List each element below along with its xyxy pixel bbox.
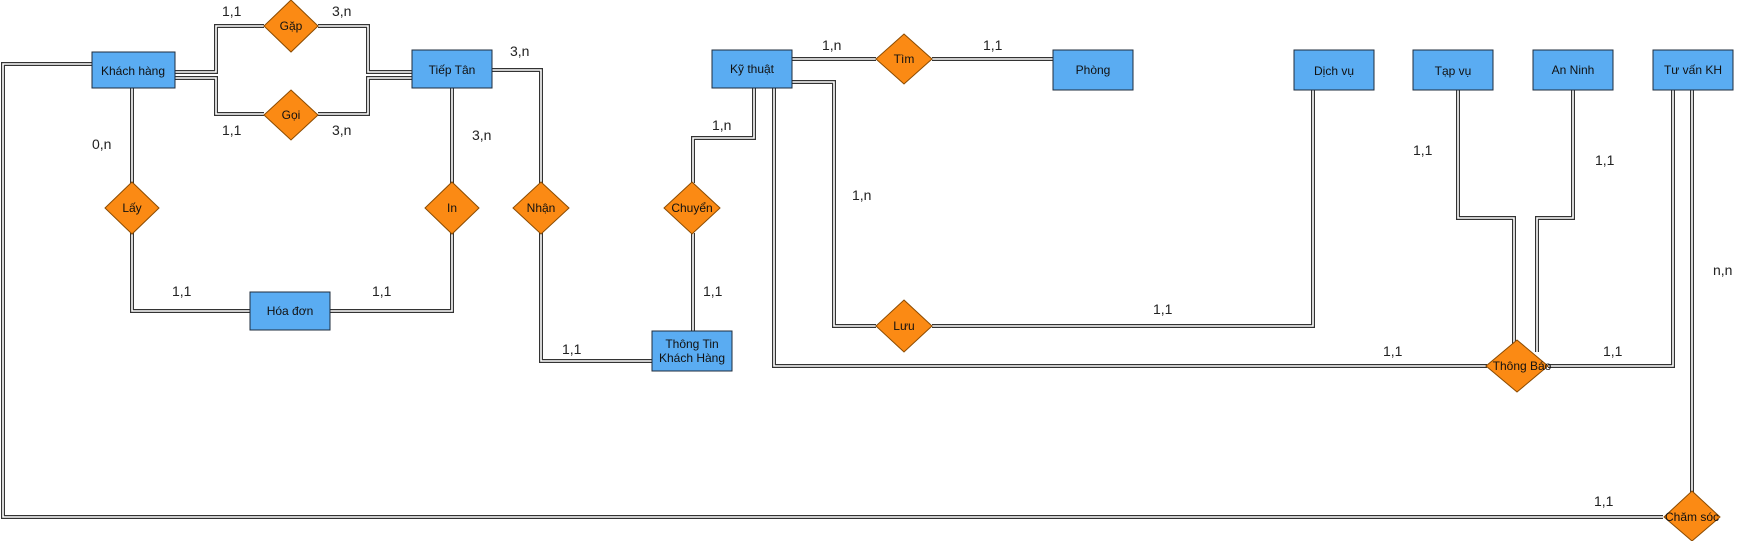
card-cs-tuvan: n,n bbox=[1713, 262, 1732, 278]
card-luu-dv: 1,1 bbox=[1153, 301, 1173, 317]
card-tb-tapvu: 1,1 bbox=[1413, 142, 1433, 158]
relationship-nhan-label: Nhận bbox=[527, 201, 556, 215]
entity-tap-vu-label: Tạp vụ bbox=[1435, 64, 1472, 78]
card-tb-kt: 1,1 bbox=[1383, 343, 1403, 359]
entity-tiep-tan-label: Tiếp Tân bbox=[429, 63, 476, 77]
relationship-goi[interactable]: Gọi bbox=[263, 89, 319, 141]
relationship-chuyen[interactable]: Chuyển bbox=[663, 181, 721, 235]
entity-ky-thuat-label: Kỹ thuật bbox=[730, 62, 775, 76]
entity-phong[interactable]: Phòng bbox=[1052, 49, 1134, 91]
edge-kh-gap-tt bbox=[175, 24, 412, 74]
edge-kh-chamsoc bbox=[1, 62, 1663, 519]
entity-dich-vu[interactable]: Dịch vụ bbox=[1293, 49, 1375, 91]
entity-dich-vu-label: Dịch vụ bbox=[1314, 64, 1354, 78]
relationship-lay[interactable]: Lấy bbox=[104, 181, 160, 235]
card-luu-kt: 1,n bbox=[852, 187, 871, 203]
relationship-nhan[interactable]: Nhận bbox=[512, 181, 570, 235]
relationship-cham-soc[interactable]: Chăm sóc bbox=[1663, 490, 1721, 541]
relationship-gap[interactable]: Gặp bbox=[263, 0, 319, 53]
card-tb-tuvan: 1,1 bbox=[1603, 343, 1623, 359]
relationship-in[interactable]: In bbox=[424, 181, 480, 235]
relationship-in-label: In bbox=[447, 201, 457, 215]
edge-kh-goi-tt bbox=[175, 76, 412, 116]
entity-thong-tin-line2: Khách Hàng bbox=[659, 351, 725, 365]
edge-kt-luu-dv bbox=[792, 80, 1315, 328]
relationship-chuyen-label: Chuyển bbox=[671, 201, 712, 215]
edge-kh-lay-hd bbox=[130, 88, 250, 313]
entity-hoa-don[interactable]: Hóa đơn bbox=[249, 291, 331, 331]
card-chuyen-kt: 1,n bbox=[712, 117, 731, 133]
edge-kt-thongbao bbox=[772, 88, 1487, 368]
edge-tuvan-thongbao bbox=[1548, 88, 1675, 368]
card-goi-kh: 1,1 bbox=[222, 122, 242, 138]
entity-hoa-don-label: Hóa đơn bbox=[267, 304, 314, 318]
relationship-thong-bao-label: Thông Báo bbox=[1493, 359, 1552, 373]
entity-khach-hang-label: Khách hàng bbox=[101, 64, 165, 78]
relationship-cham-soc-label: Chăm sóc bbox=[1665, 510, 1719, 524]
relationship-thong-bao[interactable]: Thông Báo bbox=[1485, 339, 1552, 393]
card-gap-tt: 3,n bbox=[332, 3, 351, 19]
card-lay-hd: 1,1 bbox=[172, 283, 192, 299]
card-nhan-tt: 3,n bbox=[510, 43, 529, 59]
entity-phong-label: Phòng bbox=[1076, 63, 1111, 77]
edge-ttkh-chuyen-kt bbox=[691, 88, 756, 331]
entity-khach-hang[interactable]: Khách hàng bbox=[91, 51, 176, 89]
card-tim-phong: 1,1 bbox=[983, 37, 1003, 53]
relationship-lay-label: Lấy bbox=[122, 201, 141, 215]
card-goi-tt: 3,n bbox=[332, 122, 351, 138]
relationship-luu-label: Lưu bbox=[893, 319, 914, 333]
card-chuyen-ttkh: 1,1 bbox=[703, 283, 723, 299]
entity-tu-van-kh-label: Tư vấn KH bbox=[1664, 63, 1722, 77]
entity-thong-tin-line1: Thông Tin bbox=[665, 337, 718, 351]
entity-tap-vu[interactable]: Tạp vụ bbox=[1412, 49, 1494, 91]
card-tim-kt: 1,n bbox=[822, 37, 841, 53]
edge-tt-in-hd bbox=[330, 88, 454, 313]
entity-tiep-tan[interactable]: Tiếp Tân bbox=[411, 49, 493, 89]
edge-tapvu-thongbao bbox=[1456, 88, 1516, 346]
entity-ky-thuat[interactable]: Kỹ thuật bbox=[711, 49, 793, 89]
relationship-goi-label: Gọi bbox=[282, 108, 301, 122]
edge-tt-nhan-ttkh bbox=[492, 68, 652, 363]
entity-an-ninh-label: An Ninh bbox=[1552, 63, 1595, 77]
card-lay-kh: 0,n bbox=[92, 136, 111, 152]
relationship-tim[interactable]: Tìm bbox=[875, 33, 933, 85]
connector-lines bbox=[1, 24, 1694, 519]
edge-anninh-thongbao bbox=[1535, 88, 1575, 352]
relationship-luu[interactable]: Lưu bbox=[875, 299, 933, 353]
relationship-gap-label: Gặp bbox=[280, 19, 303, 33]
entity-an-ninh[interactable]: An Ninh bbox=[1532, 49, 1614, 91]
relationship-tim-label: Tìm bbox=[894, 52, 915, 66]
entity-thong-tin-khach-hang[interactable]: Thông Tin Khách Hàng bbox=[651, 330, 733, 372]
card-gap-kh: 1,1 bbox=[222, 3, 242, 19]
card-nhan-ttkh: 1,1 bbox=[562, 341, 582, 357]
card-cs-kh: 1,1 bbox=[1594, 493, 1614, 509]
entity-tu-van-kh[interactable]: Tư vấn KH bbox=[1652, 49, 1734, 91]
cardinality-labels: 1,1 3,n 1,1 3,n 3,n 0,n 3,n 1,1 1,1 1,1 … bbox=[92, 3, 1732, 509]
card-in-hd: 1,1 bbox=[372, 283, 392, 299]
card-in-tt: 3,n bbox=[472, 127, 491, 143]
card-tb-anninh: 1,1 bbox=[1595, 152, 1615, 168]
